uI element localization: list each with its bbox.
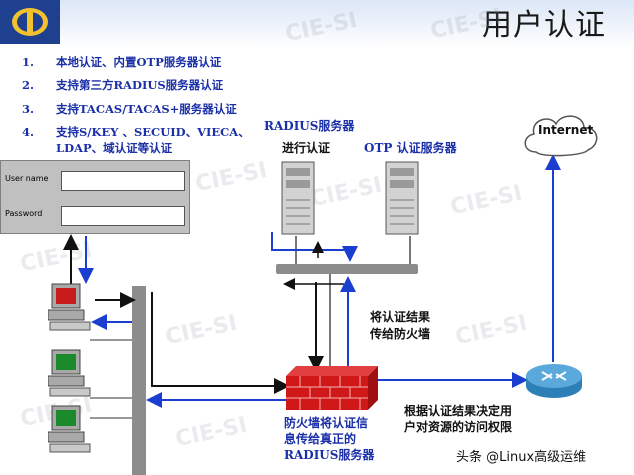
login-dialog: User name Password <box>0 160 190 234</box>
firewall-note: 防火墙将认证信 <box>284 416 369 430</box>
firewall-note: 息传给真正的 <box>284 432 357 446</box>
password-label: Password <box>5 209 43 218</box>
server-segment <box>276 264 418 274</box>
access-decision-label: 户对资源的访问权限 <box>404 420 513 434</box>
page-title: 用户认证 <box>482 8 606 43</box>
arrow-to-firewall <box>151 292 290 394</box>
feature-item: 1.本地认证、内置OTP服务器认证 <box>22 55 222 69</box>
computer-icon <box>48 283 91 331</box>
pass-result-label: 传给防火墙 <box>370 327 431 341</box>
feature-item-continued: LDAP、域认证等认证 <box>56 141 173 155</box>
computer-icon <box>48 349 91 397</box>
feature-item: 3.支持TACAS/TACAS+服务器认证 <box>22 102 237 116</box>
access-decision-label: 根据认证结果决定用 <box>404 404 513 418</box>
router-icon <box>526 364 582 398</box>
firewall-note: RADIUS服务器 <box>284 448 375 462</box>
computer-icon <box>48 405 91 453</box>
header-band <box>0 0 634 48</box>
username-field[interactable] <box>61 171 185 191</box>
password-field[interactable] <box>61 206 185 226</box>
firewall-icon <box>286 366 378 410</box>
feature-item: 2.支持第三方RADIUS服务器认证 <box>22 78 224 92</box>
logo-emblem-icon <box>12 8 48 36</box>
server-icon <box>281 161 315 235</box>
arrow-auth <box>271 232 358 262</box>
cloud-icon <box>524 115 598 157</box>
otp-server-label: OTP 认证服务器 <box>364 141 457 155</box>
pass-result-label: 将认证结果 <box>370 310 431 324</box>
logo <box>0 0 60 44</box>
username-label: User name <box>5 174 49 183</box>
radius-server-label: RADIUS服务器 <box>264 119 355 133</box>
internet-label: Internet <box>538 123 594 137</box>
feature-item: 4.支持S/KEY 、SECUID、VIECA、 <box>22 125 250 139</box>
lan-backbone <box>132 286 146 475</box>
server-icon <box>385 161 419 235</box>
credit-text: 头条 @Linux高级运维 <box>456 450 587 465</box>
auth-in-progress-label: 进行认证 <box>282 141 331 155</box>
